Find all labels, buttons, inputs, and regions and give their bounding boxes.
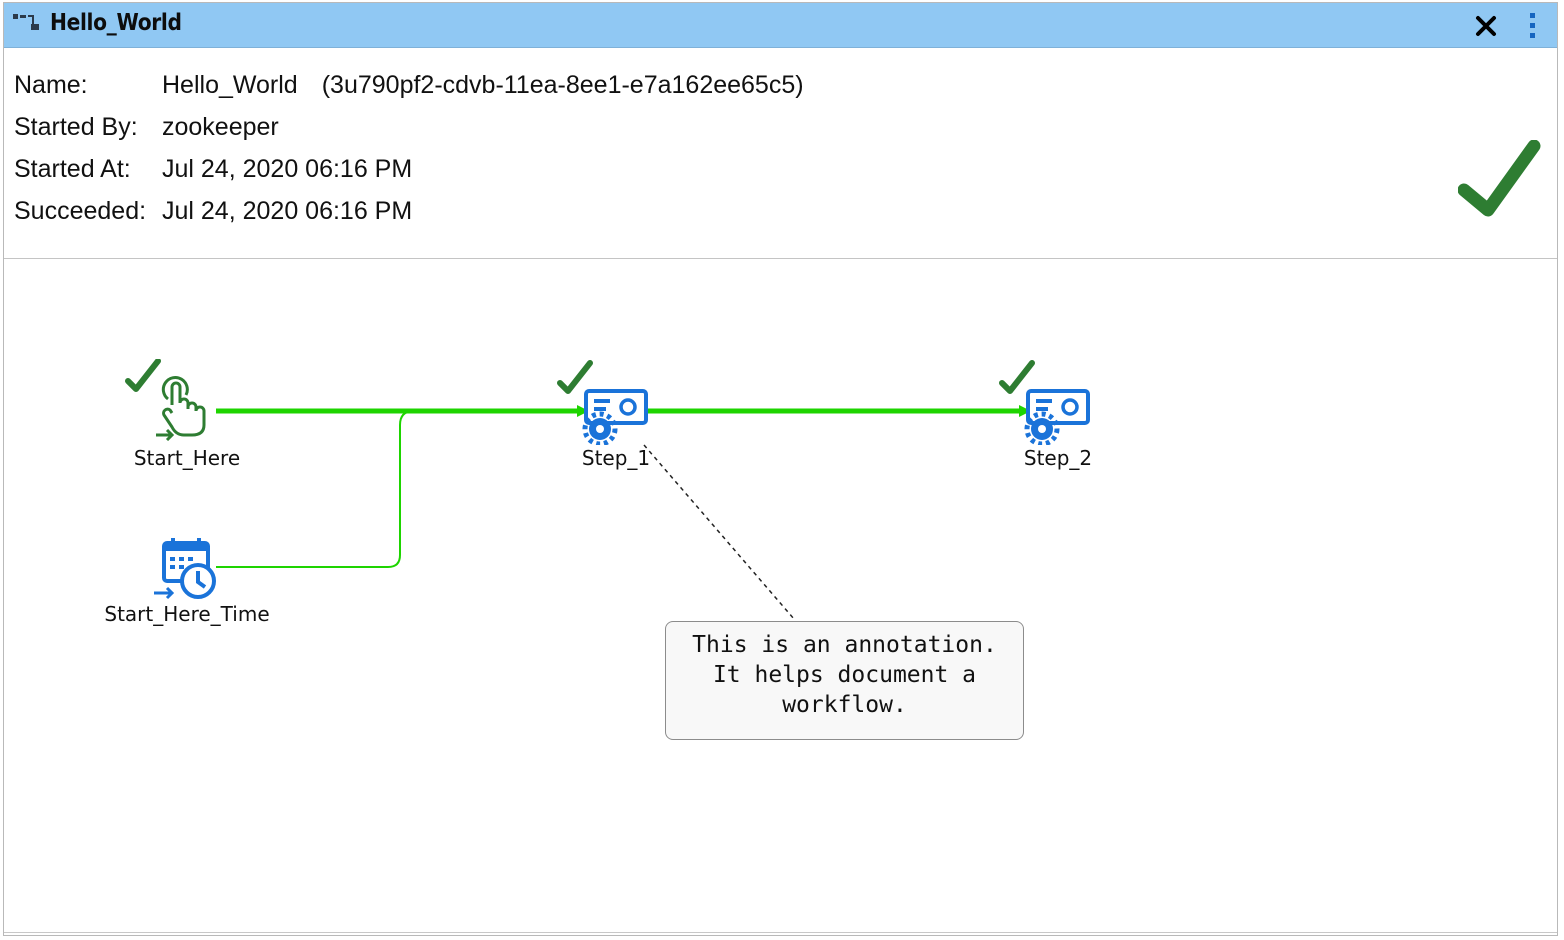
succeeded-value: Jul 24, 2020 06:16 PM xyxy=(162,197,413,225)
annotation-line-1: This is an annotation. xyxy=(692,632,997,658)
task-step-icon xyxy=(999,360,1090,447)
started-by-label: Started By: xyxy=(14,113,138,141)
workflow-id: (3u790pf2-cdvb-11ea-8ee1-e7a162ee65c5) xyxy=(321,71,804,99)
workflow-canvas[interactable]: Start_Here Start_Here_Time xyxy=(4,259,1557,935)
edge-start-here-time-to-step-1 xyxy=(216,410,415,568)
close-icon[interactable] xyxy=(1469,7,1503,43)
node-label-step-2: Step_2 xyxy=(1023,446,1093,470)
node-label-start-here: Start_Here xyxy=(133,446,241,470)
annotation-connector xyxy=(643,444,795,620)
workflow-info-panel: Name: Hello_World (3u790pf2-cdvb-11ea-8ee1… xyxy=(4,48,1557,259)
manual-start-icon xyxy=(125,358,206,442)
node-step-1[interactable] xyxy=(554,359,650,447)
node-label-step-1: Step_1 xyxy=(581,446,651,470)
node-step-2[interactable] xyxy=(996,359,1092,447)
workflow-icon xyxy=(13,14,39,30)
scheduled-start-icon xyxy=(154,538,216,600)
succeeded-label: Succeeded: xyxy=(14,197,147,225)
name-label: Name: xyxy=(14,71,88,99)
name-row: Name: Hello_World (3u790pf2-cdvb-11ea-8ee1… xyxy=(14,70,804,100)
workflow-window: Hello_World Name: Hello_World (3u790pf2-cd… xyxy=(3,2,1558,936)
title-bar: Hello_World xyxy=(4,3,1557,48)
annotation-line-2: It helps document a xyxy=(712,662,977,688)
started-at-row: Started At: Jul 24, 2020 06:16 PM xyxy=(14,154,412,184)
success-check-icon xyxy=(1458,140,1541,217)
node-start-here-time[interactable] xyxy=(152,537,220,603)
task-step-icon xyxy=(557,360,648,447)
bottom-divider xyxy=(4,932,1557,933)
started-by-value: zookeeper xyxy=(162,113,279,141)
succeeded-row: Succeeded: Jul 24, 2020 06:16 PM xyxy=(14,196,412,226)
node-label-start-here-time: Start_Here_Time xyxy=(104,602,270,626)
started-at-label: Started At: xyxy=(14,155,131,183)
kebab-menu-icon[interactable] xyxy=(1522,9,1544,43)
started-by-row: Started By: zookeeper xyxy=(14,112,279,142)
started-at-value: Jul 24, 2020 06:16 PM xyxy=(162,155,413,183)
node-start-here[interactable] xyxy=(124,358,224,442)
workflow-connections xyxy=(216,405,1031,620)
window-title: Hello_World xyxy=(50,10,182,36)
annotation-line-3: workflow. xyxy=(782,692,907,718)
name-value: Hello_World xyxy=(162,71,298,99)
annotation-box[interactable]: This is an annotation. It helps document… xyxy=(665,621,1024,740)
